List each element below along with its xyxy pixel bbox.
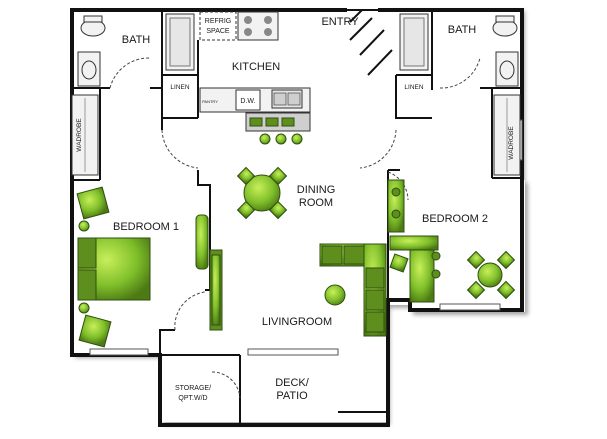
linen-left-label: LINEN [170,84,189,91]
door-swings [109,57,481,399]
right-bath-fixtures [399,13,519,87]
bedroom1-label: BEDROOM 1 [113,221,179,233]
interior-walls [72,10,522,425]
dining-table [236,166,288,220]
deck-label-line2: PATIO [276,390,308,402]
bedroom1-furniture [76,186,223,348]
refrig-label-line1: REFRIG [205,18,231,25]
storage-label-line2: QPT.W/D [178,395,207,402]
dining-label-line2: ROOM [299,197,333,209]
entry-door [345,9,393,76]
wardrobe-left-label: WADROBE [76,118,83,152]
wardrobes [71,94,521,176]
storage-label-line1: STORAGE/ [175,385,211,392]
bedroom2-furniture [387,179,516,303]
dining-label-line1: DINING [297,184,336,196]
bedroom2-label: BEDROOM 2 [422,213,488,225]
bath-right-label: BATH [448,24,477,36]
bath-left-label: BATH [122,34,151,46]
livingroom-furniture [319,243,387,337]
refrig-label-line2: SPACE [206,28,230,35]
left-bath-fixtures [77,13,195,87]
pantry-label: PANTRY [202,99,218,104]
entry-label: ENTRY [321,16,359,28]
wardrobe-right-label: WADROBE [508,126,515,160]
livingroom-label: LIVINGROOM [262,316,332,328]
deck-label-line1: DECK/ [275,377,310,389]
linen-right-label: LINEN [404,84,423,91]
dishwasher-label: D.W. [240,98,255,105]
kitchen-fixtures [199,11,311,145]
kitchen-label: KITCHEN [232,61,280,73]
deck-rail [240,411,388,427]
floor-area [72,8,525,422]
room-labels: BATH BATH REFRIG SPACE ENTRY KITCHEN LIN… [76,16,515,402]
